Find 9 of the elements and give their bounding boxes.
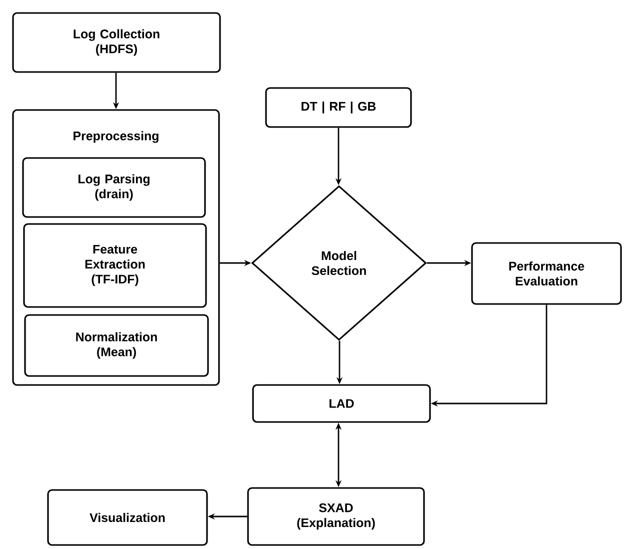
process-box: Log Collection (HDFS)	[12, 12, 221, 73]
process-box: SXAD (Explanation)	[247, 487, 425, 546]
process-box: DT | RF | GB	[265, 87, 412, 128]
process-box: Feature Extraction (TF-IDF)	[23, 223, 207, 308]
process-box: Performance Evaluation	[471, 242, 622, 305]
process-box: Normalization (Mean)	[24, 314, 209, 377]
process-box: LAD	[252, 384, 431, 423]
process-box: Log Parsing (drain)	[22, 157, 206, 218]
process-box: Visualization	[47, 489, 208, 546]
